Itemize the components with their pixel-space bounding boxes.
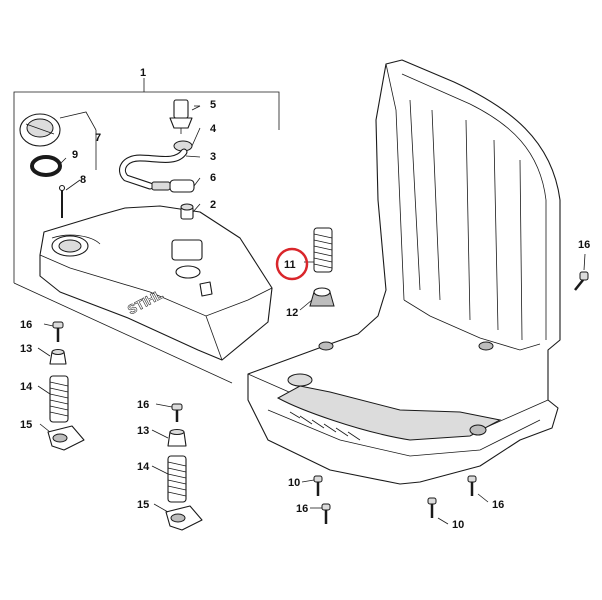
- callout-16-right: 16: [578, 239, 590, 251]
- callout-16-left: 16: [20, 319, 32, 331]
- buffer-15-center: [165, 505, 203, 531]
- callout-4: 4: [210, 123, 217, 135]
- callout-13-center: 13: [137, 425, 149, 437]
- callout-10-bottom-left: 10: [288, 477, 300, 489]
- callout-16-bottom-left: 16: [296, 503, 308, 515]
- highlight-circle: [275, 247, 309, 281]
- callout-9: 9: [72, 149, 78, 161]
- av-mount-center: [165, 403, 203, 531]
- leader-lines: [37, 105, 586, 525]
- callout-labels: 1 5 4 3 6 2 7 9 8 11 12 16 13 14 15 16 1…: [20, 67, 590, 531]
- backplate-frame: [247, 59, 561, 485]
- screw-16-bottom-left: [321, 503, 331, 524]
- collar-13-center: [167, 429, 187, 447]
- grommet-12: [309, 287, 335, 307]
- callout-14-center: 14: [137, 461, 150, 473]
- callout-3: 3: [210, 151, 216, 163]
- spring: [313, 227, 333, 273]
- fuel-cap: [19, 113, 61, 147]
- av-mount-left: [47, 321, 85, 451]
- retaining-strap: [58, 184, 66, 218]
- callout-12: 12: [286, 307, 298, 319]
- o-ring: [30, 155, 62, 177]
- callout-1: 1: [140, 67, 146, 79]
- callout-8: 8: [80, 174, 86, 186]
- vent-valve: [169, 99, 193, 134]
- callout-15-center: 15: [137, 499, 149, 511]
- callout-15-left: 15: [20, 419, 32, 431]
- screw-10-bottom-right: [427, 497, 437, 518]
- callout-7: 7: [95, 132, 101, 144]
- spring-14-center: [167, 455, 187, 503]
- callout-5: 5: [210, 99, 216, 111]
- screw-16-right: [574, 271, 589, 291]
- callout-10-bottom-right: 10: [452, 519, 464, 531]
- callout-13-left: 13: [20, 343, 32, 355]
- fuel-pickup: [151, 179, 195, 193]
- callout-14-left: 14: [20, 381, 33, 393]
- callout-16-center: 16: [137, 399, 149, 411]
- buffer-15-left: [47, 425, 85, 451]
- callout-6: 6: [210, 172, 216, 184]
- callout-11: 11: [284, 259, 296, 271]
- spring-14-left: [49, 375, 69, 423]
- screw-16-bottom-right: [467, 475, 477, 496]
- callout-16-bottom-right: 16: [492, 499, 504, 511]
- callout-2: 2: [210, 199, 216, 211]
- screw-16-center: [171, 403, 183, 422]
- collar-13-left: [49, 349, 67, 365]
- screw-16-left: [52, 321, 64, 342]
- fuel-tank-assembly: STIHL: [13, 78, 280, 384]
- screw-10-bottom-left: [313, 475, 323, 496]
- tank-grommet: [180, 203, 194, 220]
